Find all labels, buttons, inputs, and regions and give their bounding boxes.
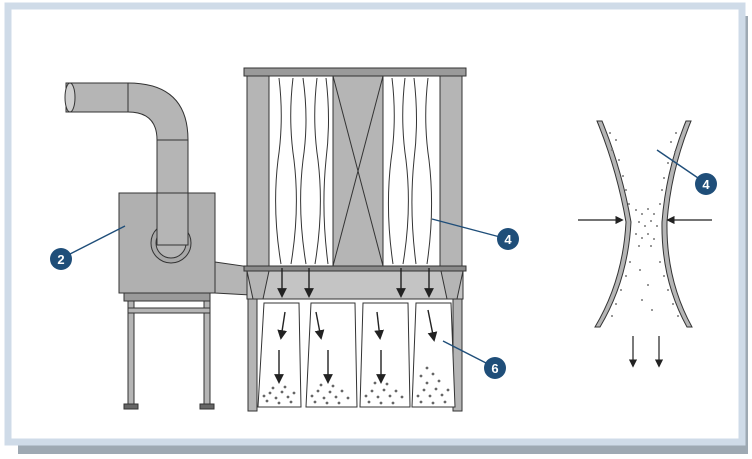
arrow-down-icon — [274, 268, 438, 384]
bag-detail-arrows — [578, 215, 712, 368]
collector-hopper — [243, 265, 467, 300]
dust-particle-icon — [609, 132, 679, 317]
callout-6: 6 — [442, 340, 506, 379]
collector-body — [243, 67, 467, 267]
callout-4-bag: 4 — [431, 218, 519, 250]
fan-housing — [118, 192, 251, 302]
svg-text:4: 4 — [702, 177, 710, 192]
bag-detail-walls — [594, 120, 693, 328]
svg-text:2: 2 — [57, 252, 64, 267]
callout-2: 2 — [50, 225, 126, 270]
filter-bags — [275, 77, 433, 265]
svg-text:4: 4 — [504, 232, 512, 247]
dust-piles — [262, 366, 450, 405]
callout-4-detail: 4 — [656, 149, 717, 195]
svg-text:6: 6 — [491, 361, 498, 376]
machine-stand — [123, 300, 215, 410]
